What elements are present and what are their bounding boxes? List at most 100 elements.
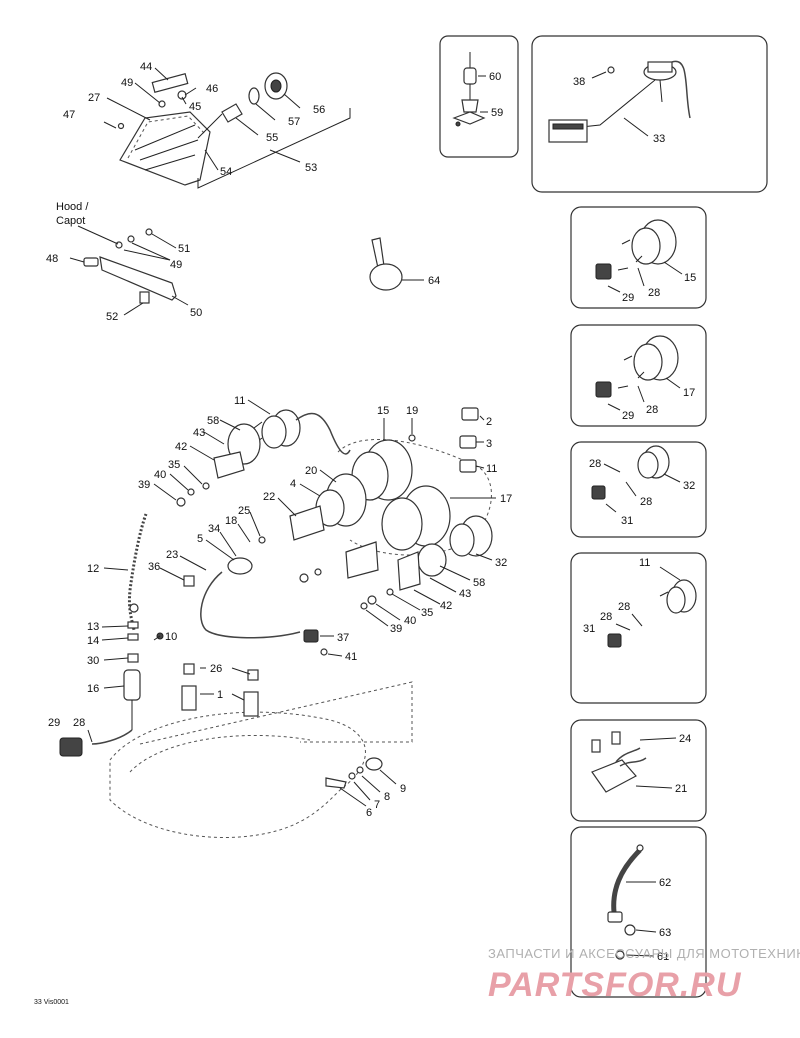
gauge-17-parts — [595, 335, 681, 411]
watermark-logo: PARTSFOR.RU — [488, 966, 742, 1004]
inset-box-gauge-17 — [570, 324, 707, 427]
main-callout-28: 28 — [73, 717, 85, 729]
main-callout-39b: 39 — [390, 623, 402, 635]
hood-label-line2: Capot — [56, 215, 85, 227]
hood-label-line1: Hood / — [56, 201, 89, 213]
callout-27: 27 — [88, 92, 100, 104]
gauge-15-parts — [595, 219, 683, 293]
inset-box-hose — [570, 826, 707, 998]
callout-48: 48 — [46, 253, 58, 265]
inset-reg-callout-21: 21 — [675, 783, 687, 795]
main-callout-5: 5 — [197, 533, 203, 545]
inset-hose-callout-62: 62 — [659, 877, 671, 889]
main-callout-17: 17 — [500, 493, 512, 505]
main-callout-42b: 42 — [440, 600, 452, 612]
inset-32-callout-32: 32 — [683, 480, 695, 492]
inset-hose-callout-61: 61 — [657, 951, 669, 963]
main-callout-25: 25 — [238, 505, 250, 517]
main-callout-26: 26 — [210, 663, 222, 675]
inset-11-callout-11: 11 — [639, 557, 650, 569]
inset-17-callout-28: 28 — [646, 404, 658, 416]
inset-17-callout-29: 29 — [622, 410, 634, 422]
inset-32-callout-31: 31 — [621, 515, 633, 527]
inset-11-callout-31: 31 — [583, 623, 595, 635]
callout-38: 38 — [573, 76, 585, 88]
main-callout-6: 6 — [366, 807, 372, 819]
bulb-socket-parts — [452, 52, 488, 127]
main-callout-8: 8 — [384, 791, 390, 803]
clip-37-41 — [303, 629, 343, 657]
main-callout-34: 34 — [208, 523, 220, 535]
callout-53: 53 — [305, 162, 317, 174]
main-callout-43b: 43 — [459, 588, 471, 600]
main-callout-40b: 40 — [404, 615, 416, 627]
main-callout-58b: 58 — [473, 577, 485, 589]
callout-64: 64 — [428, 275, 440, 287]
main-callout-43a: 43 — [193, 427, 205, 439]
inset-32-callout-28a: 28 — [589, 458, 601, 470]
inset-hose-callout-63: 63 — [659, 927, 671, 939]
inset-15-callout-28: 28 — [648, 287, 660, 299]
main-callout-22: 22 — [263, 491, 275, 503]
callout-57: 57 — [288, 116, 300, 128]
main-callout-15: 15 — [377, 405, 389, 417]
main-callout-12: 12 — [87, 563, 99, 575]
regulator-parts — [591, 731, 677, 793]
callout-45: 45 — [189, 101, 201, 113]
callout-50: 50 — [190, 307, 202, 319]
main-callout-11a: 11 — [234, 395, 245, 407]
callout-46: 46 — [206, 83, 218, 95]
main-callout-35b: 35 — [421, 607, 433, 619]
main-callout-32: 32 — [495, 557, 507, 569]
main-callout-1: 1 — [217, 689, 223, 701]
main-callout-19: 19 — [406, 405, 418, 417]
callout-47: 47 — [63, 109, 75, 121]
inset-box-bulb-socket — [439, 35, 519, 158]
inset-box-gauge-11 — [570, 552, 707, 704]
inset-box-gauge-32 — [570, 441, 707, 538]
left-harness — [59, 513, 164, 757]
inset-11-callout-28a: 28 — [600, 611, 612, 623]
callout-49: 49 — [121, 77, 133, 89]
main-callout-23: 23 — [166, 549, 178, 561]
inset-box-fuel-sender — [531, 35, 768, 193]
main-callout-11b: 11 — [486, 463, 497, 475]
lower-housing — [109, 663, 413, 838]
inset-reg-callout-24: 24 — [679, 733, 691, 745]
inset-15-callout-15: 15 — [684, 272, 696, 284]
gauge-32-parts — [591, 445, 681, 513]
main-callout-36: 36 — [148, 561, 160, 573]
main-callout-35a: 35 — [168, 459, 180, 471]
callout-51: 51 — [178, 243, 190, 255]
hood-bracket — [69, 225, 189, 316]
callout-49b: 49 — [170, 259, 182, 271]
main-callout-58a: 58 — [207, 415, 219, 427]
main-callout-18: 18 — [225, 515, 237, 527]
inset-box-regulator — [570, 719, 707, 822]
main-callout-13: 13 — [87, 621, 99, 633]
inset-15-callout-29: 29 — [622, 292, 634, 304]
inset-32-callout-28b: 28 — [640, 496, 652, 508]
inset-box-gauge-15 — [570, 206, 707, 309]
main-callout-14: 14 — [87, 635, 99, 647]
callout-52: 52 — [106, 311, 118, 323]
callout-59: 59 — [491, 107, 503, 119]
main-callout-16: 16 — [87, 683, 99, 695]
hose-parts — [607, 844, 657, 960]
main-callout-9: 9 — [400, 783, 406, 795]
sensor-9-6 — [325, 757, 397, 807]
callout-44: 44 — [140, 61, 152, 73]
callout-55: 55 — [266, 132, 278, 144]
main-callout-2: 2 — [486, 416, 492, 428]
main-callout-41: 41 — [345, 651, 357, 663]
main-callout-37: 37 — [337, 632, 349, 644]
main-callout-10: 10 — [165, 631, 177, 643]
cable-tie — [369, 237, 424, 291]
callout-54: 54 — [220, 166, 232, 178]
main-callout-4: 4 — [290, 478, 296, 490]
instrument-cluster — [153, 399, 496, 639]
main-callout-40a: 40 — [154, 469, 166, 481]
drawing-code: 33 Vis0001 — [34, 999, 69, 1006]
inset-11-callout-28b: 28 — [618, 601, 630, 613]
